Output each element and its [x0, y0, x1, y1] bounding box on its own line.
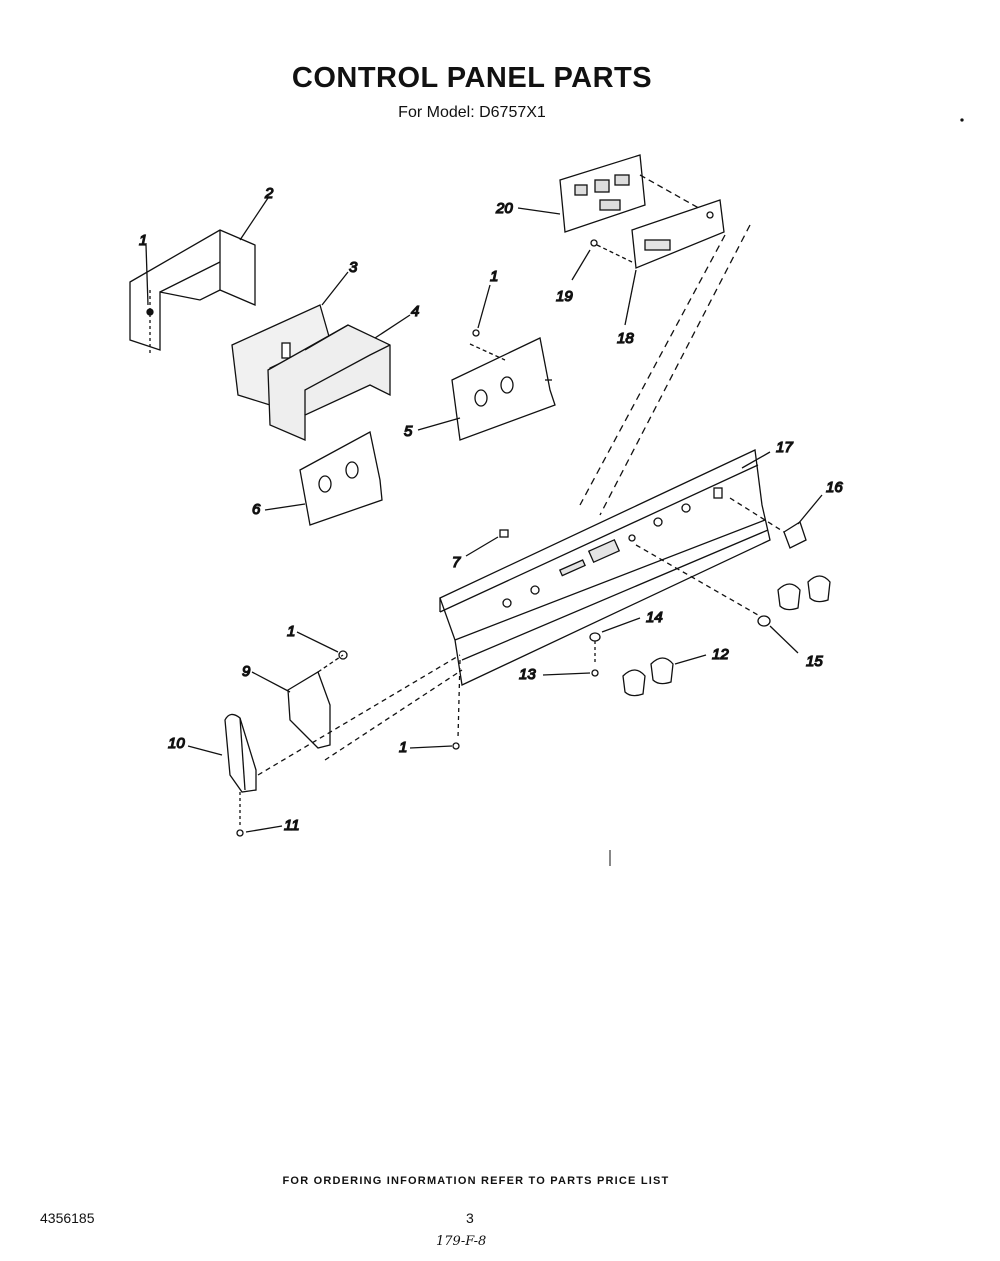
part-20-control-board [559, 154, 721, 233]
part-7-clip [499, 529, 509, 538]
knob-pair-upper [777, 575, 831, 611]
callout-20: 20 [495, 200, 513, 217]
part-3-insulation [231, 304, 331, 406]
callout-16: 16 [826, 479, 843, 496]
part-11-screw [236, 829, 244, 837]
callout-12: 12 [712, 646, 729, 663]
page-number: 3 [466, 1210, 474, 1226]
leader-lines [145, 197, 823, 833]
callout-19: 19 [556, 288, 573, 305]
callout-10: 10 [168, 735, 185, 752]
part-2-bracket [129, 229, 256, 355]
part-4-insulation [267, 324, 391, 441]
callout-1: 1 [399, 739, 407, 756]
callout-2: 2 [264, 185, 274, 202]
part-1-screw-upper [472, 329, 480, 337]
callout-6: 6 [252, 501, 261, 518]
document-number: 4356185 [40, 1210, 95, 1226]
model-subtitle: For Model: D6757X1 [398, 104, 546, 121]
callout-1: 1 [139, 232, 147, 249]
part-19-screw [590, 239, 598, 247]
part-1-screw-lower [452, 742, 460, 750]
part-14-washer [589, 632, 601, 665]
page-title: CONTROL PANEL PARTS [291, 62, 653, 94]
part-16-knob [729, 497, 807, 549]
callout-13: 13 [519, 666, 536, 683]
callout-5: 5 [404, 423, 413, 440]
part-15-spring [635, 544, 771, 627]
part-13-screw [591, 669, 599, 677]
callout-15: 15 [806, 653, 823, 670]
part-5-panel [451, 337, 556, 441]
callout-18: 18 [617, 330, 634, 347]
callout-1: 1 [490, 268, 498, 285]
callout-4: 4 [411, 303, 419, 320]
callout-9: 9 [242, 663, 251, 680]
handwritten-code: 179-F-8 [436, 1234, 487, 1249]
callout-14: 14 [646, 609, 663, 626]
part-17-main-panel [439, 449, 771, 686]
part-10-end-cap [224, 713, 257, 828]
callout-3: 3 [349, 259, 358, 276]
callout-11: 11 [284, 817, 300, 834]
callout-17: 17 [776, 439, 793, 456]
ordering-note: FOR ORDERING INFORMATION REFER TO PARTS … [282, 1175, 670, 1187]
callout-7: 7 [452, 554, 461, 571]
part-6-panel [299, 431, 383, 526]
part-18-overlay [596, 199, 725, 269]
part-9-bracket [287, 650, 348, 749]
callout-1: 1 [287, 623, 295, 640]
part-12-knobs [622, 657, 674, 697]
